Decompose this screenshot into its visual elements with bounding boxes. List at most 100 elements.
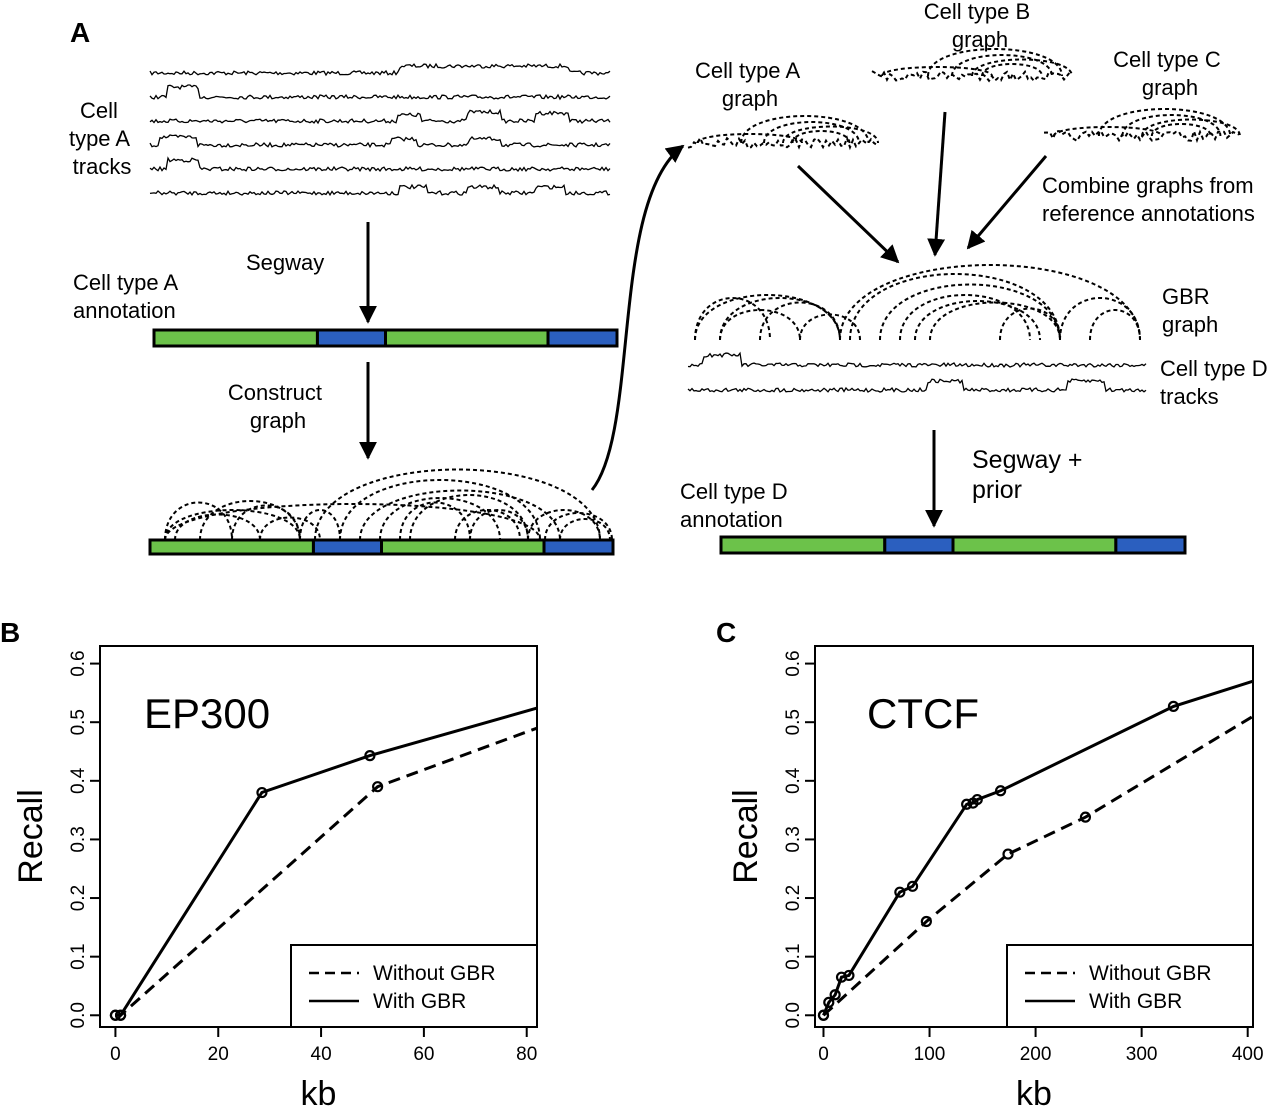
graph-bottom-arc-9 [379,497,501,541]
chart-2-series-2-point-10 [971,793,983,806]
annotation-d-segment-4 [1114,535,1187,555]
chart-1-title: EP300 [144,690,270,737]
chart-2-series-1-point-2 [920,915,932,928]
chart-1-ytick-label-2: 0.1 [68,943,89,969]
chart-1-xtick-label-2: 20 [208,1044,229,1065]
graph-a-mini [687,115,879,151]
gbr-graph [694,264,1141,341]
annotation-a-segment-3 [384,328,550,348]
chart-1-xtick-label-1: 0 [110,1044,121,1065]
chart-1-series-2-point-1 [109,1009,122,1021]
chart-2-series-1-point-4 [1079,811,1092,823]
annotation-a-segment-4 [546,328,619,348]
graph-bottom-arc-17 [174,513,261,541]
graph-bottom-arc-1 [164,509,301,541]
gbr-arc-5 [839,264,1141,341]
graph-bar-a-segment-1 [148,538,315,556]
chart-2-ytick-label-2: 0.1 [783,943,804,969]
construct-label: Construct graph [228,380,328,433]
tracks-a-label: Cell type A tracks [69,98,135,179]
chart-1-xtick-label-3: 40 [311,1044,332,1065]
graph-bottom-arc-7 [339,479,541,541]
arrow-from-b [927,111,947,257]
gbr-arc-9 [914,300,1041,341]
mini-c-nodes [1043,128,1240,144]
chart-2-xtick-label-4: 300 [1126,1044,1158,1065]
chart-1-series-1-point-3 [372,781,384,793]
chart-2-series-2-point-7 [906,880,919,892]
chart-1-ytick-label-1: 0.0 [68,1002,89,1028]
gbr-arc-6 [849,273,1061,341]
track-a-3 [149,108,611,125]
graph-bottom-arc-10 [399,501,471,541]
graph-bottom-arc-2 [164,501,233,541]
graph-bottom-arc-12 [454,509,521,541]
cell-type-a-tracks [149,62,611,197]
constructed-graph [164,468,613,541]
chart-2-ytick-label-6: 0.5 [783,709,804,735]
graph-bar-a-segment-2 [311,538,383,556]
gbr-arc-4 [759,301,841,341]
mini-b-arc-4 [981,63,1043,77]
graph-bottom-arc-16 [164,503,541,541]
mini-b-arc-1 [927,48,1063,77]
graph-bottom-arc-4 [231,504,301,541]
chart-1-xtick-label-4: 60 [413,1044,434,1065]
chart-2-ylabel: Recall [727,789,765,883]
chart-2-xlabel: kb [1016,1075,1052,1107]
chart-2-series-2-point-5 [843,969,855,982]
annotation-d-segment-1 [719,535,887,555]
cell-type-d-tracks [687,351,1147,393]
graph-bottom-arc-6 [314,468,601,541]
tracks-d-label: Cell type D tracks [1160,356,1274,409]
chart-2-title: CTCF [867,690,979,737]
annotation-d-segment-2 [883,535,955,555]
annotation-a-graph-bar [148,538,615,556]
chart-2-legend-label-2: With GBR [1089,990,1182,1013]
chart-1-ytick-label-5: 0.4 [68,767,89,794]
chart-2-series-2-point-1 [817,1009,830,1021]
mini-c-arc-2 [1121,114,1222,137]
chart-1-ytick-label-3: 0.2 [68,885,89,911]
graph-bottom-arc-18 [259,516,321,541]
graph-b-label: Cell type B graph [924,0,1037,52]
annotation-a-segment-2 [315,328,387,348]
gbr-label: GBR graph [1162,284,1218,337]
chart-2-series-2-point-8 [961,798,973,810]
graph-c-mini [1043,108,1241,144]
gbr-arc-14 [719,309,801,341]
annotation-d-segment-3 [951,535,1118,555]
track-a-2 [149,84,611,101]
chart-1-ylabel: Recall [12,789,50,883]
gbr-arc-2 [694,297,771,341]
segway-prior-label: Segway + prior [972,446,1089,504]
track-a-5 [149,156,611,173]
chart-2-series-2-line [822,679,1253,1016]
mini-a-arc-1 [740,115,870,144]
annotation-d-bar [719,535,1187,555]
arrow-from-c [966,155,1048,250]
mini-c-arc-5 [1052,126,1163,137]
chart-1-xtick-label-5: 80 [516,1044,537,1065]
chart-1-legend-label-2: With GBR [373,990,466,1013]
arrow-from-a [796,164,900,264]
chart-2-xtick-label-2: 100 [914,1044,946,1065]
chart-2-legend [1006,944,1254,1028]
track-a-6 [149,183,611,197]
arrow-to-graph-a [590,144,685,491]
graph-c-label: Cell type C graph [1113,47,1227,100]
chart-1-xlabel: kb [301,1075,337,1107]
chart-1-series-2-point-2 [114,1009,127,1021]
annotation-a-bar [152,328,619,348]
chart-2-series-2-point-11 [994,785,1007,797]
chart-1-series-2-point-3 [256,786,268,799]
chart-2-ytick-label-3: 0.2 [783,885,804,911]
chart-2-series-2-point-4 [835,971,848,983]
chart-2-ytick-label-5: 0.4 [783,767,804,794]
graph-bottom-arc-15 [544,512,613,541]
gbr-arc-7 [879,283,1061,341]
chart-2-series-1-point-3 [1002,848,1014,860]
mini-b-arc-2 [951,54,1053,77]
